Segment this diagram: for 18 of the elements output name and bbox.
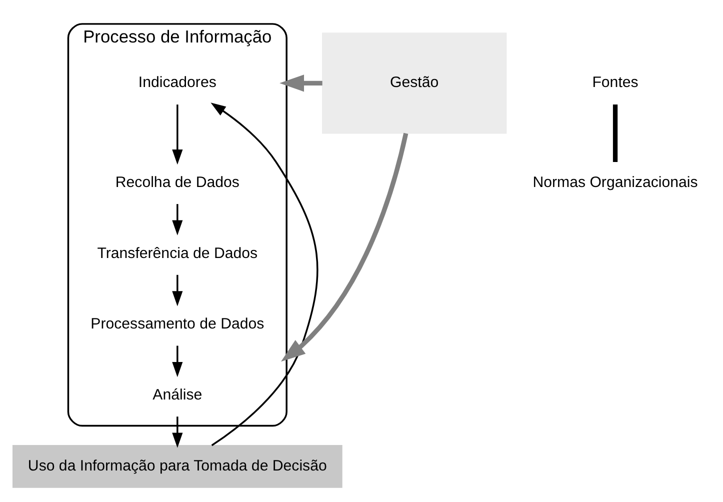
node-text: Análise xyxy=(152,386,202,404)
node-text: Indicadores xyxy=(138,74,216,92)
arrow xyxy=(172,274,183,306)
node-box: Uso da Informação para Tomada de Decisão xyxy=(12,444,342,488)
arrow xyxy=(172,346,183,378)
node-text: Processamento de Dados xyxy=(90,316,264,333)
arrow xyxy=(172,204,183,236)
arrow xyxy=(172,104,183,165)
arrow xyxy=(280,132,408,362)
node-text: Fontes xyxy=(592,74,638,92)
connector xyxy=(612,104,618,162)
arrow xyxy=(280,74,322,92)
node-box: Gestão xyxy=(322,32,507,134)
arrow xyxy=(210,102,318,446)
node-text: Recolha de Dados xyxy=(115,174,240,192)
node-text: Transferência de Dados xyxy=(97,244,258,262)
node-text: Normas Organizacionais xyxy=(532,174,698,192)
arrow xyxy=(172,416,183,448)
